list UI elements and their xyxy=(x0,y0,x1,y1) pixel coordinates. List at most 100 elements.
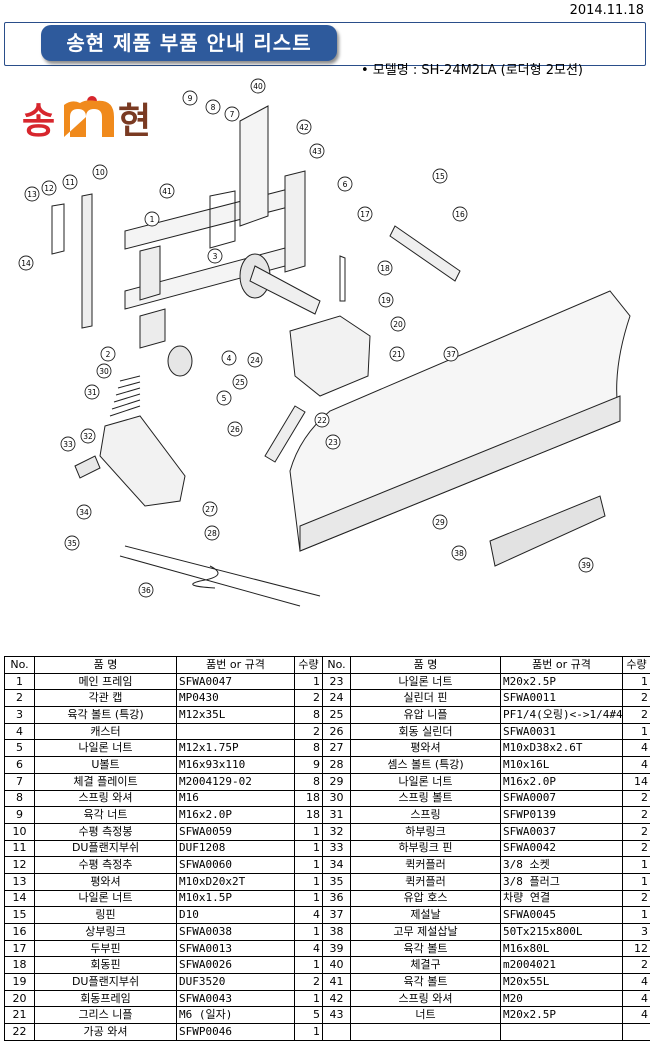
part-no: 4 xyxy=(4,722,35,741)
part-qty: 2 xyxy=(622,706,650,724)
part-qty: 4 xyxy=(294,939,323,958)
part-no: 34 xyxy=(322,856,351,874)
part-spec: M10x1.5P xyxy=(176,889,295,908)
part-qty: 1 xyxy=(622,672,650,691)
part-spec: M16x2.0P xyxy=(500,772,623,791)
svg-text:36: 36 xyxy=(141,586,151,595)
part-qty: 4 xyxy=(622,756,650,774)
svg-text:13: 13 xyxy=(27,190,37,199)
svg-text:28: 28 xyxy=(207,529,217,538)
part-qty: 4 xyxy=(622,989,650,1008)
svg-text:31: 31 xyxy=(87,388,97,397)
part-qty: 14 xyxy=(622,772,650,791)
songhyun-logo: 송 현 xyxy=(22,96,151,140)
part-spec: SFWA0013 xyxy=(176,939,295,958)
part-name: 육각 볼트 (특강) xyxy=(34,706,177,724)
part-no: 19 xyxy=(4,973,35,991)
part-name: 하부링크 핀 xyxy=(350,839,501,858)
part-name: 너트 xyxy=(350,1006,501,1025)
part-name: 실린더 핀 xyxy=(350,689,501,708)
part-spec: SFWP0139 xyxy=(500,806,623,824)
part-no: 18 xyxy=(4,956,35,975)
part-spec: M2004129-02 xyxy=(176,772,295,791)
part-name: DU플랜지부쉬 xyxy=(34,973,177,991)
part-name: 셈스 볼트 (특강) xyxy=(350,756,501,774)
part-no: 30 xyxy=(322,789,351,808)
part-spec: 차량 연결 xyxy=(500,889,623,908)
part-spec: D10 xyxy=(176,906,295,924)
part-name: 제설날 xyxy=(350,906,501,924)
col-spec: 품번 or 규격 xyxy=(176,656,295,674)
part-no: 41 xyxy=(322,973,351,991)
svg-text:39: 39 xyxy=(581,561,591,570)
part-spec: SFWP0046 xyxy=(176,1023,295,1041)
part-no: 3 xyxy=(4,706,35,724)
part-name: 메인 프레임 xyxy=(34,672,177,691)
part-spec: M10xD38x2.6T xyxy=(500,739,623,758)
part-no: 12 xyxy=(4,856,35,874)
part-qty: 1 xyxy=(294,989,323,1008)
svg-text:22: 22 xyxy=(317,416,327,425)
logo-syllable-3: 현 xyxy=(118,101,151,140)
svg-text:26: 26 xyxy=(230,425,240,434)
part-no: 38 xyxy=(322,923,351,941)
part-qty: 1 xyxy=(622,906,650,924)
part-spec: M12x1.75P xyxy=(176,739,295,758)
svg-text:25: 25 xyxy=(235,378,245,387)
part-qty: 18 xyxy=(294,806,323,824)
part-qty: 1 xyxy=(622,722,650,741)
svg-text:33: 33 xyxy=(63,440,73,449)
part-spec: SFWA0031 xyxy=(500,722,623,741)
svg-text:4: 4 xyxy=(227,354,232,363)
part-no: 28 xyxy=(322,756,351,774)
part-no: 23 xyxy=(322,672,351,691)
part-qty: 1 xyxy=(294,839,323,858)
svg-text:29: 29 xyxy=(435,518,445,527)
svg-text:20: 20 xyxy=(393,320,403,329)
part-no: 22 xyxy=(4,1023,35,1041)
svg-text:32: 32 xyxy=(83,432,93,441)
part-spec: M12x35L xyxy=(176,706,295,724)
part-qty xyxy=(622,1023,650,1041)
part-spec: SFWA0043 xyxy=(176,989,295,1008)
part-no: 26 xyxy=(322,722,351,741)
col-qty: 수량 xyxy=(622,656,650,674)
part-name: 유압 호스 xyxy=(350,889,501,908)
part-qty: 9 xyxy=(294,756,323,774)
part-qty: 1 xyxy=(294,672,323,691)
part-qty: 2 xyxy=(622,839,650,858)
svg-text:17: 17 xyxy=(360,210,370,219)
part-no: 11 xyxy=(4,839,35,858)
svg-text:34: 34 xyxy=(79,508,89,517)
col-name: 품 명 xyxy=(34,656,177,674)
part-spec: PF1/4(오링)<->1/4#4 xyxy=(500,706,623,724)
part-name: 육각 너트 xyxy=(34,806,177,824)
part-spec: SFWA0047 xyxy=(176,672,295,691)
part-spec: DUF1208 xyxy=(176,839,295,858)
part-spec xyxy=(176,722,295,741)
part-spec: SFWA0059 xyxy=(176,822,295,841)
part-name: 캐스터 xyxy=(34,722,177,741)
part-spec: SFWA0060 xyxy=(176,856,295,874)
part-no: 10 xyxy=(4,822,35,841)
part-qty: 2 xyxy=(294,973,323,991)
part-spec: m2004021 xyxy=(500,956,623,975)
part-name: 하부링크 xyxy=(350,822,501,841)
part-no: 6 xyxy=(4,756,35,774)
part-name: 두부핀 xyxy=(34,939,177,958)
svg-text:42: 42 xyxy=(299,123,309,132)
svg-text:16: 16 xyxy=(455,210,465,219)
table-header-row: No. 품 명 품번 or 규격 수량 No. 품 명 품번 or 규격 수량 xyxy=(4,656,650,674)
part-qty: 2 xyxy=(294,722,323,741)
